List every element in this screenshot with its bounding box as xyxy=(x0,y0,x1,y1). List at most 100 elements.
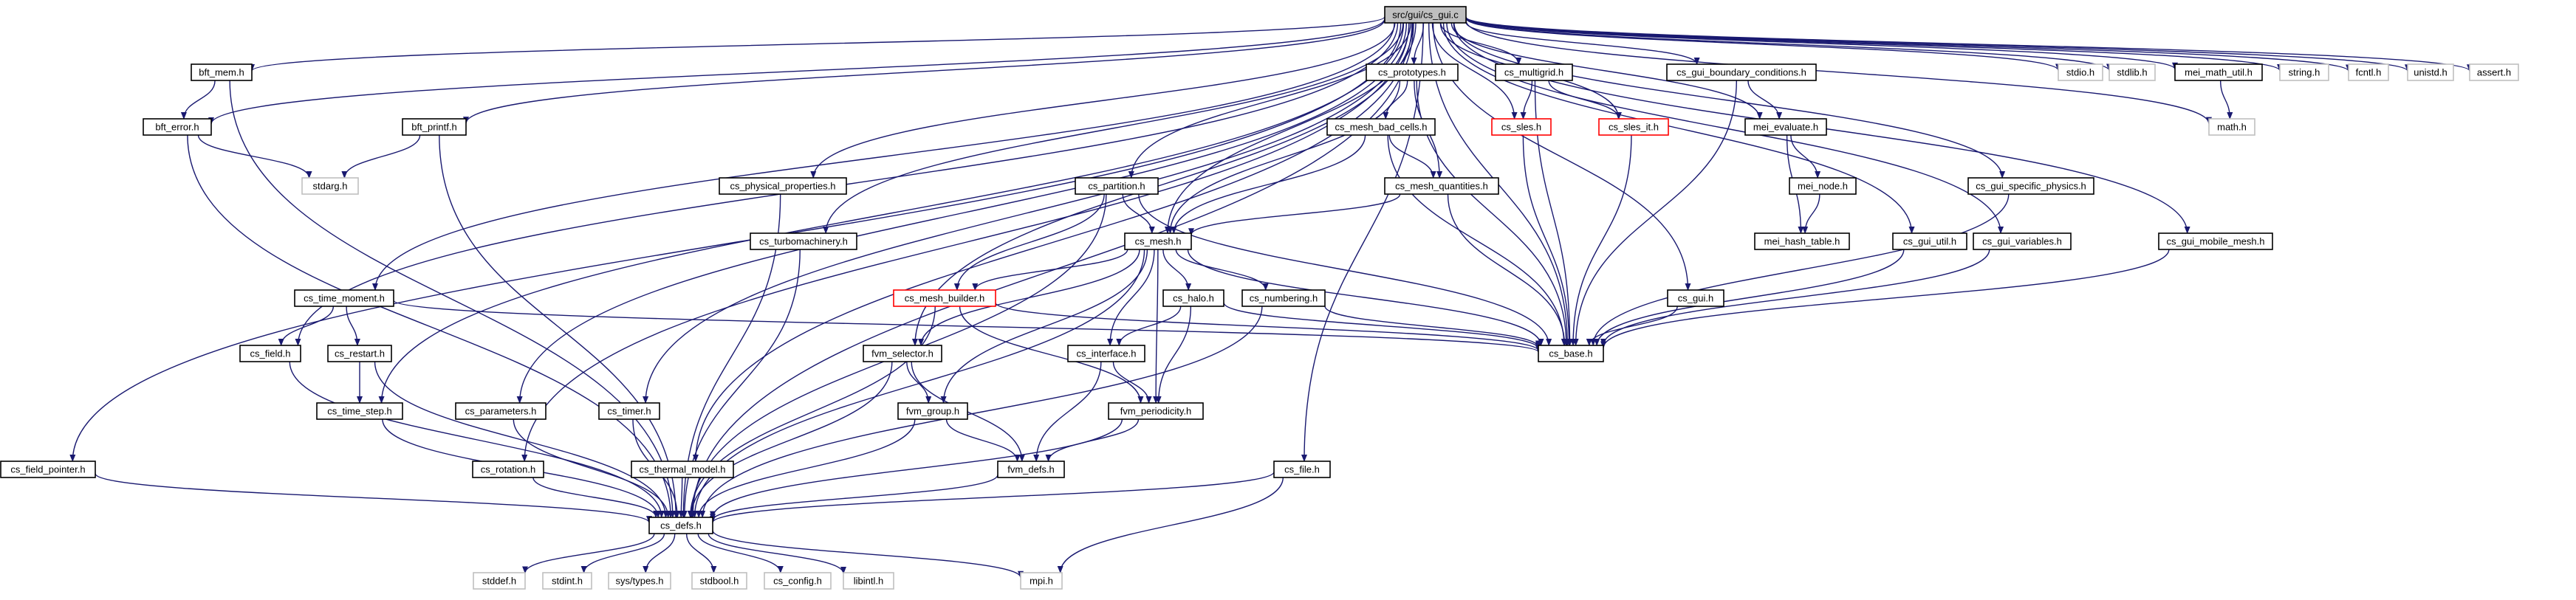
node-stdbool_h: stdbool.h xyxy=(691,572,747,590)
node-cs_field_h[interactable]: cs_field.h xyxy=(239,345,301,362)
edge-bft_printf_h-to-stdarg_h xyxy=(341,134,421,179)
edge-cs_file_h-to-cs_defs_h xyxy=(710,471,1275,524)
edge-fvm_group_h-to-fvm_defs_h xyxy=(945,418,1021,462)
edge-cs_gui_c-to-cs_defs_h xyxy=(690,22,1414,518)
node-box-stddef_h xyxy=(473,572,526,590)
edge-fvm_periodicity_h-to-cs_defs_h xyxy=(710,418,1123,519)
node-label-fvm_selector_h: fvm_selector.h xyxy=(871,348,934,359)
node-cs_timer_h[interactable]: cs_timer.h xyxy=(598,402,660,420)
node-cs_rotation_h[interactable]: cs_rotation.h xyxy=(472,461,544,478)
node-box-mei_math_util_h xyxy=(2174,63,2263,81)
edge-cs_numbering_h-to-cs_defs_h xyxy=(699,306,1263,518)
node-cs_mesh_h[interactable]: cs_mesh.h xyxy=(1124,232,1192,250)
edge-cs_gui_variables_h-to-cs_base_h xyxy=(1600,249,1990,347)
node-bft_printf_h[interactable]: bft_printf.h xyxy=(402,118,467,136)
node-box-cs_config_h xyxy=(764,572,832,590)
node-stdint_h: stdint.h xyxy=(542,572,592,590)
edge-cs_mesh_h-to-fvm_selector_h xyxy=(918,249,1140,346)
edge-cs_multigrid_h-to-cs_sles_it_h xyxy=(1548,80,1622,120)
node-bft_error_h[interactable]: bft_error.h xyxy=(143,118,212,136)
node-cs_sles_h[interactable]: cs_sles.h xyxy=(1491,118,1552,136)
edge-cs_thermal_model_h-to-cs_defs_h xyxy=(678,477,685,518)
node-box-cs_gui_mobile_mesh_h xyxy=(2158,232,2273,250)
node-cs_gui_specific_physics_h[interactable]: cs_gui_specific_physics.h xyxy=(1967,177,2094,195)
node-label-assert_h: assert.h xyxy=(2477,66,2511,77)
edge-cs_gui_c-to-fcntl_h xyxy=(1465,16,2351,72)
node-cs_thermal_model_h[interactable]: cs_thermal_model.h xyxy=(631,461,734,478)
node-cs_time_step_h[interactable]: cs_time_step.h xyxy=(316,402,403,420)
node-mei_math_util_h[interactable]: mei_math_util.h xyxy=(2174,63,2263,81)
node-box-cs_file_h xyxy=(1273,461,1331,478)
node-libintl_h: libintl.h xyxy=(843,572,894,590)
node-cs_field_pointer_h[interactable]: cs_field_pointer.h xyxy=(0,461,96,478)
node-label-stdbool_h: stdbool.h xyxy=(700,575,739,586)
node-cs_gui_h[interactable]: cs_gui.h xyxy=(1667,289,1724,307)
node-box-cs_timer_h xyxy=(598,402,660,420)
node-cs_halo_h[interactable]: cs_halo.h xyxy=(1162,289,1224,307)
node-fvm_group_h[interactable]: fvm_group.h xyxy=(897,402,968,420)
node-box-cs_turbomachinery_h xyxy=(750,232,857,250)
node-cs_defs_h[interactable]: cs_defs.h xyxy=(648,517,713,534)
node-box-cs_multigrid_h xyxy=(1495,63,1573,81)
node-cs_numbering_h[interactable]: cs_numbering.h xyxy=(1241,289,1326,307)
edge-cs_mesh_h-to-cs_numbering_h xyxy=(1175,249,1269,291)
node-box-fvm_periodicity_h xyxy=(1108,402,1204,420)
edge-cs_mesh_h-to-fvm_periodicity_h xyxy=(1153,249,1159,404)
node-box-cs_prototypes_h xyxy=(1366,63,1459,81)
node-label-cs_multigrid_h: cs_multigrid.h xyxy=(1504,66,1563,77)
node-cs_gui_util_h[interactable]: cs_gui_util.h xyxy=(1892,232,1967,250)
node-cs_sles_it_h[interactable]: cs_sles_it.h xyxy=(1598,118,1669,136)
node-cs_gui_mobile_mesh_h[interactable]: cs_gui_mobile_mesh.h xyxy=(2158,232,2273,250)
node-cs_mesh_builder_h[interactable]: cs_mesh_builder.h xyxy=(893,289,996,307)
node-cs_time_moment_h[interactable]: cs_time_moment.h xyxy=(294,289,394,307)
node-cs_prototypes_h[interactable]: cs_prototypes.h xyxy=(1366,63,1459,81)
node-mei_hash_table_h[interactable]: mei_hash_table.h xyxy=(1754,232,1850,250)
edge-cs_mesh_quantities_h-to-cs_mesh_h xyxy=(1188,193,1401,236)
node-cs_parameters_h[interactable]: cs_parameters.h xyxy=(455,402,547,420)
node-cs_physical_properties_h[interactable]: cs_physical_properties.h xyxy=(719,177,847,195)
edge-cs_gui_c-to-unistd_h xyxy=(1465,16,2411,72)
node-cs_gui_variables_h[interactable]: cs_gui_variables.h xyxy=(1973,232,2072,250)
node-box-cs_gui_variables_h xyxy=(1973,232,2072,250)
node-cs_partition_h[interactable]: cs_partition.h xyxy=(1075,177,1159,195)
node-cs_mesh_quantities_h[interactable]: cs_mesh_quantities.h xyxy=(1384,177,1499,195)
edge-cs_gui_c-to-cs_physical_properties_h xyxy=(810,22,1396,179)
node-stddef_h: stddef.h xyxy=(473,572,526,590)
node-label-cs_config_h: cs_config.h xyxy=(773,575,822,586)
edge-cs_gui_mobile_mesh_h-to-cs_base_h xyxy=(1600,249,2170,349)
edge-cs_gui_c-to-bft_mem_h xyxy=(249,16,1385,72)
edges-layer xyxy=(69,16,2473,579)
node-fvm_selector_h[interactable]: fvm_selector.h xyxy=(863,345,942,362)
node-cs_gui_c[interactable]: src/gui/cs_gui.c xyxy=(1384,6,1467,24)
node-cs_multigrid_h[interactable]: cs_multigrid.h xyxy=(1495,63,1573,81)
node-label-cs_numbering_h: cs_numbering.h xyxy=(1250,292,1318,303)
node-cs_interface_h[interactable]: cs_interface.h xyxy=(1067,345,1145,362)
node-cs_gui_boundary_conditions_h[interactable]: cs_gui_boundary_conditions.h xyxy=(1666,63,1817,81)
edge-cs_mesh_h-to-cs_mesh_builder_h xyxy=(972,249,1128,291)
node-fvm_defs_h[interactable]: fvm_defs.h xyxy=(997,461,1065,478)
node-box-cs_gui_boundary_conditions_h xyxy=(1666,63,1817,81)
node-label-fcntl_h: fcntl.h xyxy=(2356,66,2382,77)
node-label-math_h: math.h xyxy=(2217,121,2247,132)
node-mei_evaluate_h[interactable]: mei_evaluate.h xyxy=(1744,118,1827,136)
edge-cs_gui_c-to-mei_math_util_h xyxy=(1465,17,2178,70)
node-label-cs_sles_it_h: cs_sles_it.h xyxy=(1609,121,1659,132)
node-cs_turbomachinery_h[interactable]: cs_turbomachinery.h xyxy=(750,232,857,250)
edge-cs_defs_h-to-stdbool_h xyxy=(685,533,717,573)
node-cs_base_h[interactable]: cs_base.h xyxy=(1538,345,1604,362)
node-mei_node_h[interactable]: mei_node.h xyxy=(1789,177,1857,195)
node-cs_mesh_bad_cells_h[interactable]: cs_mesh_bad_cells.h xyxy=(1326,118,1436,136)
node-label-cs_mesh_h: cs_mesh.h xyxy=(1135,235,1182,246)
node-cs_file_h[interactable]: cs_file.h xyxy=(1273,461,1331,478)
edge-cs_gui_c-to-cs_gui_specific_physics_h xyxy=(1453,22,2006,179)
node-cs_restart_h[interactable]: cs_restart.h xyxy=(327,345,392,362)
node-box-fvm_group_h xyxy=(897,402,968,420)
edge-cs_prototypes_h-to-cs_mesh_bad_cells_h xyxy=(1383,80,1408,120)
node-bft_mem_h[interactable]: bft_mem.h xyxy=(191,63,253,81)
node-label-cs_gui_specific_physics_h: cs_gui_specific_physics.h xyxy=(1976,180,2086,191)
node-box-cs_mesh_bad_cells_h xyxy=(1326,118,1436,136)
node-fvm_periodicity_h[interactable]: fvm_periodicity.h xyxy=(1108,402,1204,420)
node-label-cs_partition_h: cs_partition.h xyxy=(1088,180,1145,191)
node-stdio_h: stdio.h xyxy=(2058,63,2103,81)
edge-cs_gui_c-to-cs_rotation_h xyxy=(521,22,1410,462)
